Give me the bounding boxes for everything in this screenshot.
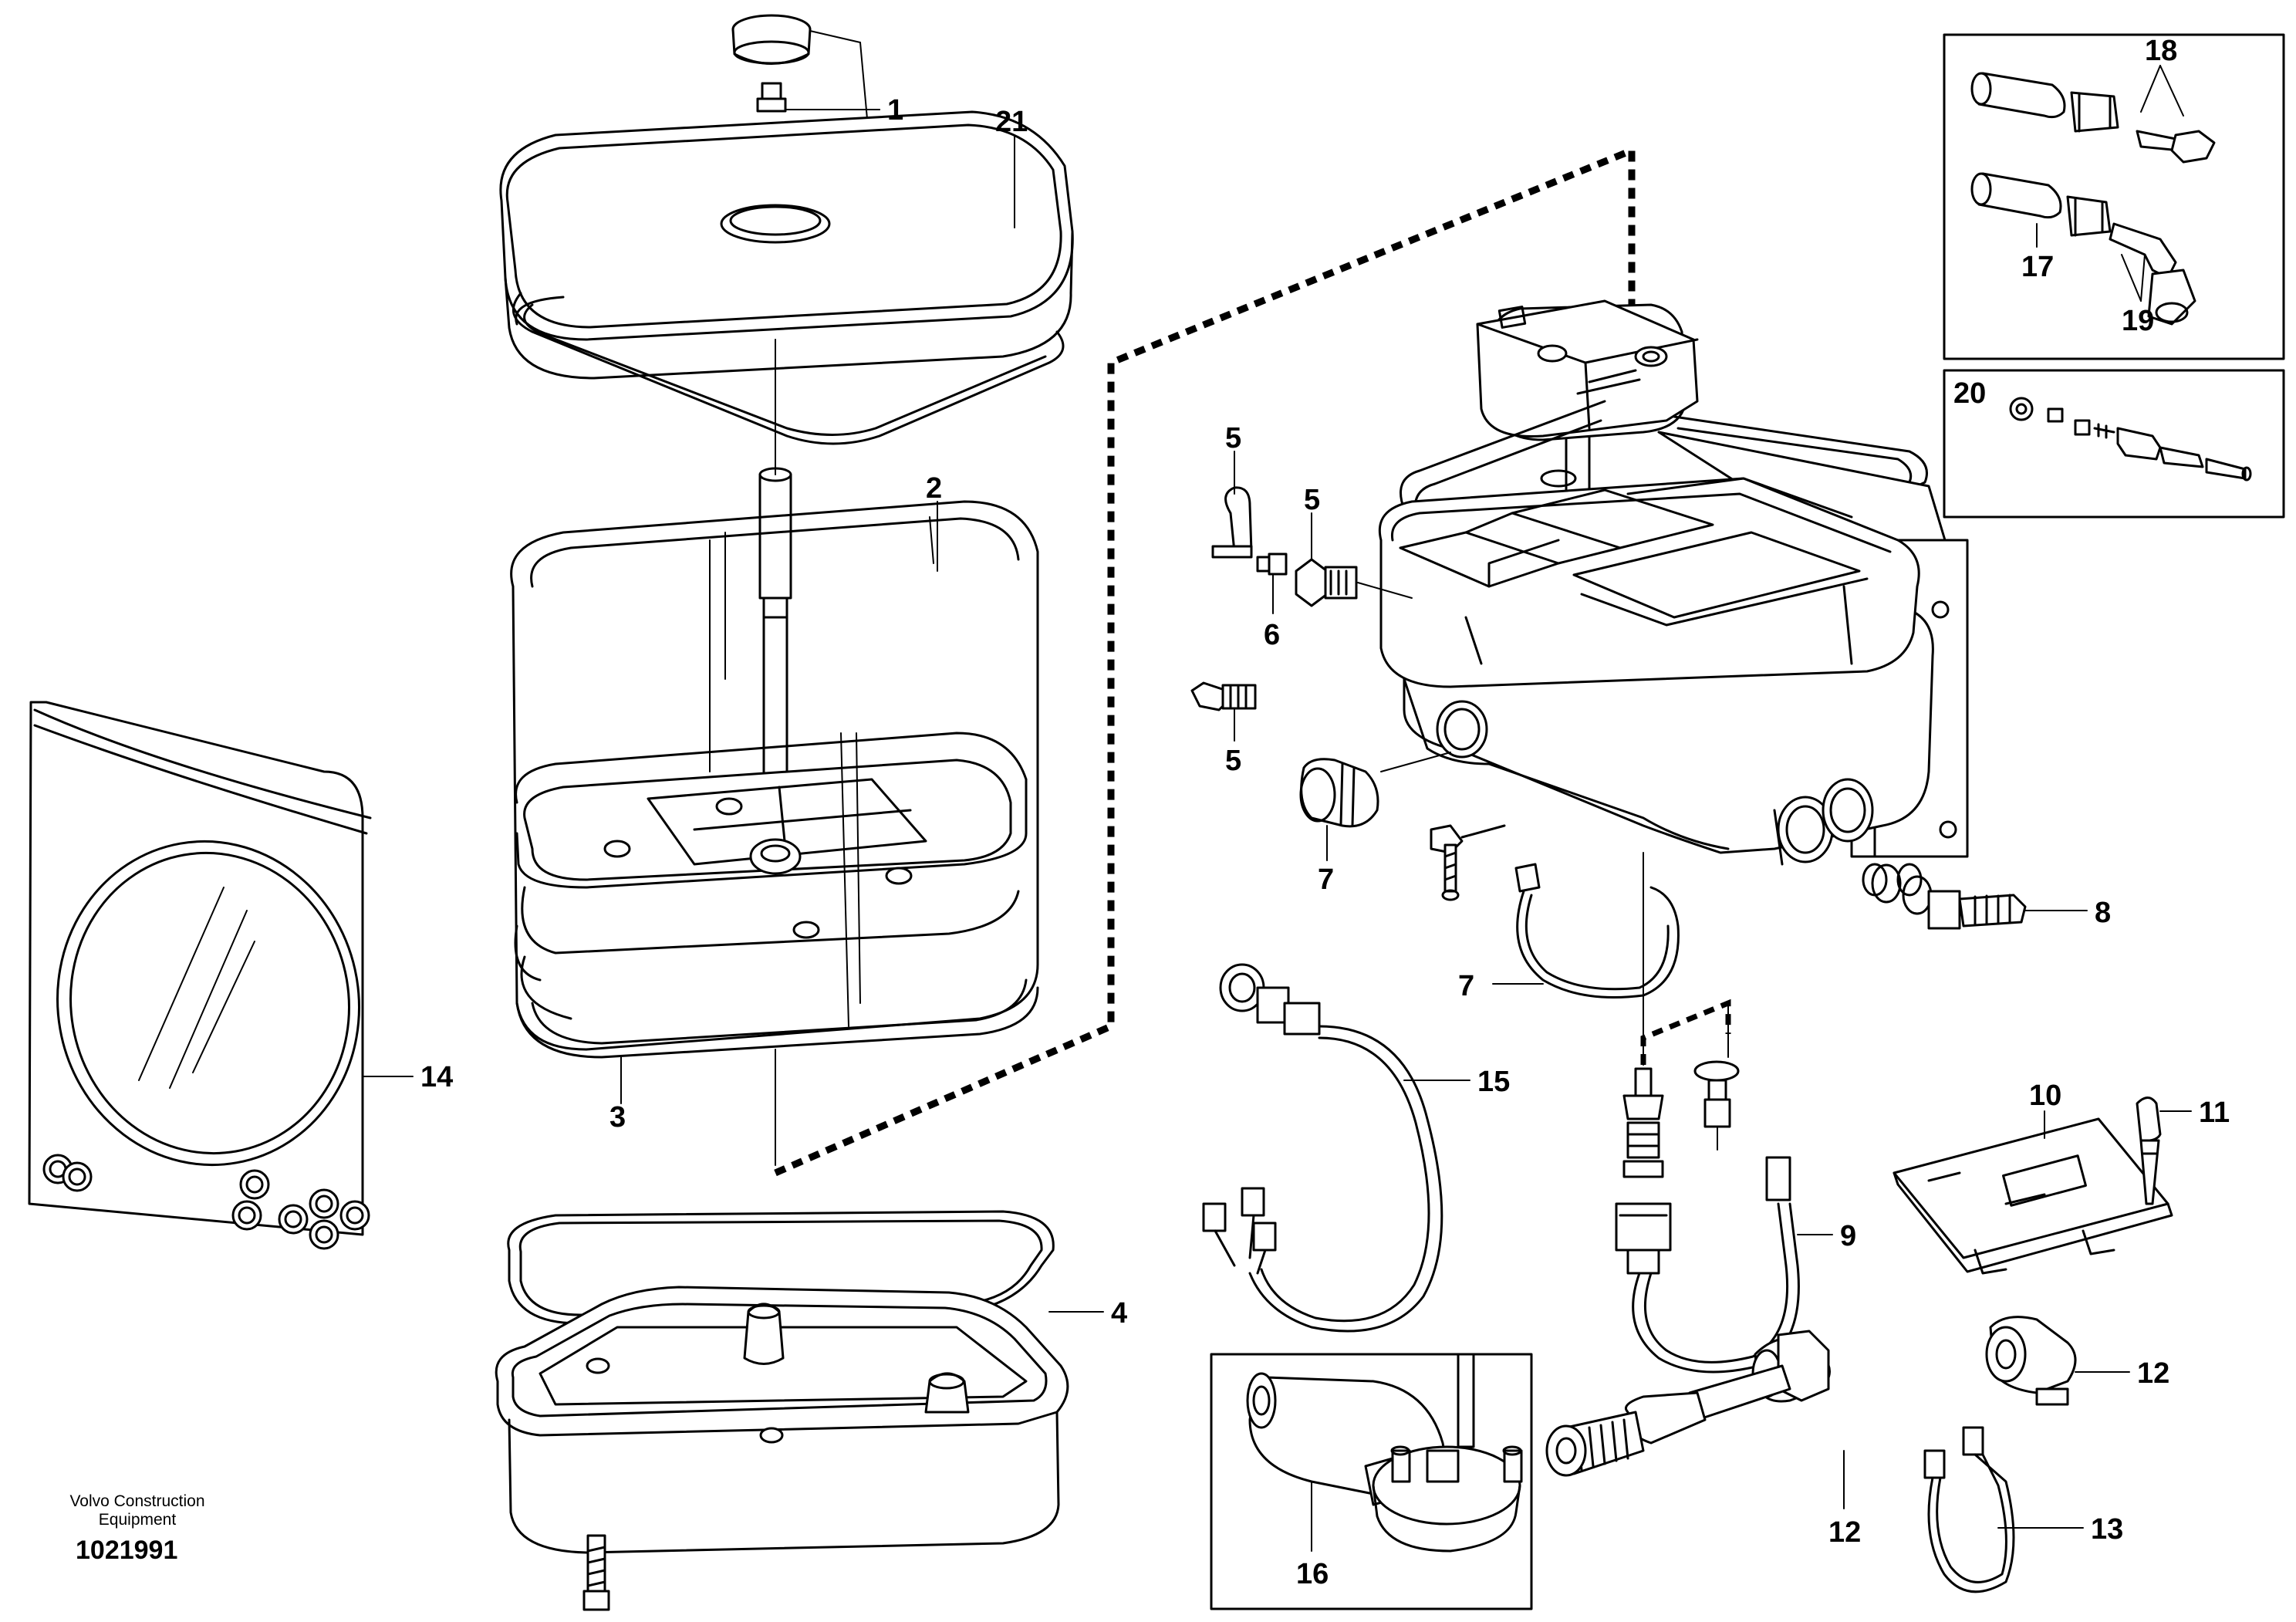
label-15: 15 <box>1477 1066 1510 1098</box>
label-11: 11 <box>2199 1097 2230 1129</box>
label-17: 17 <box>2021 251 2054 283</box>
top-cover <box>499 14 1074 445</box>
label-3: 3 <box>609 1101 626 1134</box>
fittings-left <box>1190 451 2088 999</box>
label-12-coil: 12 <box>2137 1357 2169 1390</box>
label-5-low: 5 <box>1225 745 1241 777</box>
label-5-mid: 5 <box>1304 484 1320 516</box>
service-bag <box>28 701 414 1250</box>
label-4: 4 <box>1111 1297 1127 1330</box>
leader-lines <box>620 109 1104 1313</box>
label-19: 19 <box>2122 305 2154 337</box>
label-21: 21 <box>995 106 1028 138</box>
callout-labels: 1 21 2 3 4 14 5 5 6 5 7 7 8 15 9 10 11 1… <box>420 35 2230 1590</box>
detail-box-17-19 <box>1943 33 2285 360</box>
label-13: 13 <box>2091 1513 2123 1546</box>
drawing-number: 1021991 <box>76 1536 177 1565</box>
label-8: 8 <box>2095 897 2111 929</box>
label-5-top: 5 <box>1225 422 1241 454</box>
label-12-spool: 12 <box>1828 1516 1861 1549</box>
label-6: 6 <box>1264 619 1280 651</box>
harness-9 <box>1615 1060 1833 1374</box>
label-7-harness: 7 <box>1458 970 1474 1002</box>
label-18: 18 <box>2145 35 2177 67</box>
dashed-connector <box>774 145 1636 1177</box>
label-16: 16 <box>1296 1558 1329 1590</box>
label-1: 1 <box>887 94 903 127</box>
label-10: 10 <box>2029 1080 2061 1112</box>
valve-housing <box>1378 299 1969 1066</box>
label-2: 2 <box>926 472 942 505</box>
spool-and-coil <box>1545 1316 2130 1593</box>
label-9: 9 <box>1840 1220 1856 1252</box>
brand-line-2: Equipment <box>99 1511 177 1529</box>
label-7-plug: 7 <box>1318 863 1334 896</box>
brand-block: Volvo Construction Equipment 1021991 <box>69 1492 204 1565</box>
detail-box-16 <box>1210 1353 1533 1610</box>
brand-line-1: Volvo Construction <box>69 1492 204 1510</box>
base-housing <box>495 1210 1069 1611</box>
label-20: 20 <box>1953 377 1986 410</box>
glass-bowl <box>510 339 1039 1166</box>
label-14: 14 <box>420 1061 453 1093</box>
harness-15 <box>1202 963 1470 1333</box>
detail-box-20 <box>1943 369 2285 519</box>
circuit-board <box>1893 1097 2192 1275</box>
